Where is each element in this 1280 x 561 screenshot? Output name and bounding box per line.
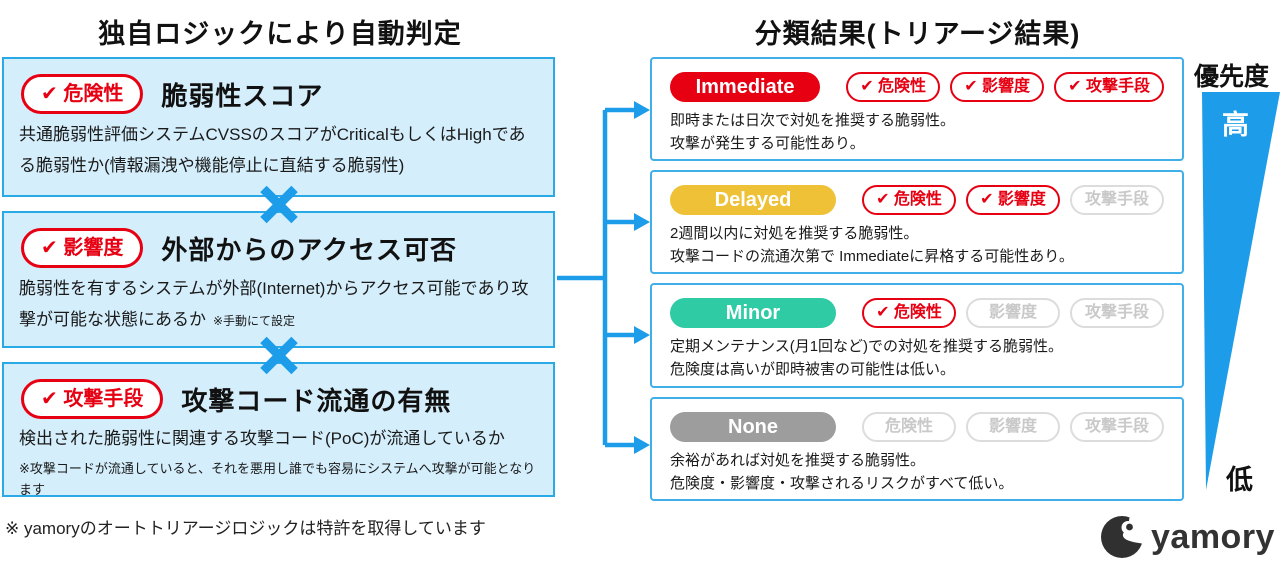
impact-badge: 影響度	[966, 412, 1060, 442]
danger-badge: ✔ 危険性	[21, 74, 144, 114]
result-header: Immediate ✔ 危険性 ✔ 影響度 ✔ 攻撃手段	[670, 72, 1164, 102]
criteria-header: ✔ 影響度 外部からのアクセス可否	[21, 228, 540, 268]
impact-badge: 影響度	[966, 298, 1060, 328]
criteria-description: 検出された脆弱性に関連する攻撃コード(PoC)が流通しているか※攻撃コードが流通…	[19, 425, 540, 501]
result-header: Minor ✔ 危険性 影響度 攻撃手段	[670, 298, 1164, 328]
criteria-box-vulnerability-score: ✔ 危険性 脆弱性スコア 共通脆弱性評価システムCVSSのスコアがCritica…	[2, 57, 555, 197]
result-box-minor: Minor ✔ 危険性 影響度 攻撃手段 定期メンテナンス(月1回など)での対処…	[650, 283, 1184, 388]
criteria-box-exploit-code: ✔ 攻撃手段 攻撃コード流通の有無 検出された脆弱性に関連する攻撃コード(PoC…	[2, 362, 555, 497]
yamory-logo-icon	[1101, 514, 1146, 558]
yamory-logo-text: yamory	[1151, 518, 1275, 556]
multiply-icon	[260, 336, 298, 374]
priority-label: 優先度	[1194, 63, 1270, 91]
multiply-icon	[260, 185, 298, 223]
badge-group: ✔ 危険性 ✔ 影響度 ✔ 攻撃手段	[846, 72, 1164, 102]
severity-pill-none: None	[670, 412, 836, 442]
result-description-line: 危険度・影響度・攻撃されるリスクがすべて低い。	[670, 474, 1014, 492]
result-description-line: 即時または日次で対処を推奨する脆弱性。	[670, 112, 956, 129]
result-description-line: 危険度は高いが即時被害の可能性は低い。	[670, 360, 956, 378]
badge-group: ✔ 危険性 影響度 攻撃手段	[862, 298, 1164, 328]
criteria-box-external-access: ✔ 影響度 外部からのアクセス可否 脆弱性を有するシステムが外部(Interne…	[2, 211, 555, 348]
criteria-header: ✔ 危険性 脆弱性スコア	[21, 74, 540, 114]
severity-pill-delayed: Delayed	[670, 185, 836, 215]
badge-group: 危険性 影響度 攻撃手段	[862, 412, 1164, 442]
severity-pill-minor: Minor	[670, 298, 836, 328]
priority-wedge	[1202, 92, 1280, 490]
impact-badge: ✔ 影響度	[966, 185, 1060, 215]
patent-footnote: ※ yamoryのオートトリアージロジックは特許を取得しています	[5, 519, 486, 538]
danger-badge: 危険性	[862, 412, 956, 442]
result-description-line: 2週間以内に対処を推奨する脆弱性。	[670, 225, 919, 242]
attack-method-badge: 攻撃手段	[1070, 412, 1164, 442]
left-column-title: 独自ロジックにより自動判定	[98, 19, 462, 49]
danger-badge: ✔ 危険性	[862, 298, 956, 328]
yamory-logo: yamory	[1100, 514, 1275, 560]
priority-low-label: 低	[1226, 465, 1253, 495]
result-description-line: 攻撃コードの流通次第で Immediateに昇格する可能性あり。	[670, 247, 1074, 265]
result-box-delayed: Delayed ✔ 危険性 ✔ 影響度 攻撃手段 2週間以内に対処を推奨する脆弱…	[650, 170, 1184, 274]
criteria-heading: 外部からのアクセス可否	[161, 234, 458, 265]
result-header: Delayed ✔ 危険性 ✔ 影響度 攻撃手段	[670, 185, 1164, 215]
priority-high-label: 高	[1222, 110, 1249, 140]
flow-connector-arrows	[557, 101, 650, 454]
impact-badge: ✔ 影響度	[950, 72, 1045, 102]
result-box-immediate: Immediate ✔ 危険性 ✔ 影響度 ✔ 攻撃手段 即時または日次で対処を…	[650, 57, 1184, 161]
result-description-line: 余裕があれば対処を推奨する脆弱性。	[670, 452, 926, 469]
result-description-line: 攻撃が発生する可能性あり。	[670, 134, 865, 152]
criteria-heading: 脆弱性スコア	[161, 80, 324, 111]
criteria-heading: 攻撃コード流通の有無	[181, 385, 452, 416]
criteria-description: 脆弱性を有するシステムが外部(Internet)からアクセス可能であり攻撃が可能…	[19, 279, 529, 329]
attack-method-badge: 攻撃手段	[1070, 298, 1164, 328]
impact-badge: ✔ 影響度	[21, 228, 144, 268]
attack-method-badge: 攻撃手段	[1070, 185, 1164, 215]
badge-group: ✔ 危険性 ✔ 影響度 攻撃手段	[862, 185, 1164, 215]
result-header: None 危険性 影響度 攻撃手段	[670, 412, 1164, 442]
attack-method-badge: ✔ 攻撃手段	[21, 379, 164, 419]
danger-badge: ✔ 危険性	[846, 72, 941, 102]
danger-badge: ✔ 危険性	[862, 185, 956, 215]
criteria-description: 共通脆弱性評価システムCVSSのスコアがCriticalもしくはHighである脆…	[19, 125, 526, 175]
right-column-title: 分類結果(トリアージ結果)	[754, 19, 1081, 49]
criteria-note: ※攻撃コードが流通していると、それを悪用し誰でも容易にシステムへ攻撃が可能となり…	[19, 461, 536, 497]
result-box-none: None 危険性 影響度 攻撃手段 余裕があれば対処を推奨する脆弱性。 危険度・…	[650, 397, 1184, 501]
result-description-line: 定期メンテナンス(月1回など)での対処を推奨する脆弱性。	[670, 338, 1064, 355]
attack-method-badge: ✔ 攻撃手段	[1054, 72, 1164, 102]
criteria-note: ※手動にて設定	[213, 313, 296, 328]
criteria-header: ✔ 攻撃手段 攻撃コード流通の有無	[21, 379, 540, 419]
severity-pill-immediate: Immediate	[670, 72, 821, 102]
